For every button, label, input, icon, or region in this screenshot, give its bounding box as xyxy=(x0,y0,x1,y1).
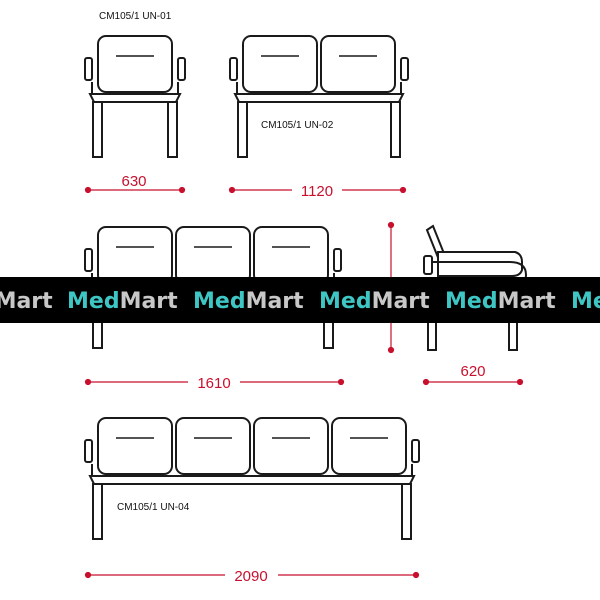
side-bracket xyxy=(411,439,420,463)
watermark-band: MedMartMedMartMedMartMedMartMedMartMedMa… xyxy=(0,277,600,323)
model-label-un01: CM105/1 UN-01 xyxy=(99,11,172,22)
seat-cushion xyxy=(253,226,329,284)
side-bracket xyxy=(177,57,186,81)
dim-label-630: 630 xyxy=(121,173,146,190)
dim-dot xyxy=(516,378,524,386)
watermark-part1: Med xyxy=(571,289,600,314)
seat-cushion xyxy=(97,35,173,93)
watermark-part2: Mart xyxy=(0,289,53,314)
front-leg xyxy=(401,483,412,540)
seat-cushion xyxy=(331,417,407,475)
dim-dot xyxy=(84,186,92,194)
dim-dot xyxy=(178,186,186,194)
dim-dot xyxy=(337,378,345,386)
watermark-text: MedMart xyxy=(0,289,53,314)
dim-dot xyxy=(387,221,395,229)
bench-un01 xyxy=(84,35,186,158)
watermark-part1: Med xyxy=(319,289,372,314)
bench-un02 xyxy=(229,35,409,158)
side-bracket xyxy=(423,255,433,275)
seat-cushion xyxy=(320,35,396,93)
watermark-part1: Med xyxy=(445,289,498,314)
seat-cushion xyxy=(242,35,318,93)
dim-dot xyxy=(387,346,395,354)
watermark-text: MedMart xyxy=(445,289,556,314)
watermark-text: MedMart xyxy=(193,289,304,314)
side-bracket xyxy=(229,57,238,81)
side-bracket xyxy=(84,248,93,272)
front-leg xyxy=(92,483,103,540)
watermark-part2: Mart xyxy=(246,289,305,314)
watermark-part2: Mart xyxy=(498,289,557,314)
watermark-part2: Mart xyxy=(372,289,431,314)
side-bracket xyxy=(84,57,93,81)
side-bracket xyxy=(400,57,409,81)
dim-dot xyxy=(84,378,92,386)
seat-cushion xyxy=(97,226,173,284)
side-bracket xyxy=(333,248,342,272)
dim-dot xyxy=(228,186,236,194)
watermark-part2: Mart xyxy=(120,289,179,314)
model-label-un02: CM105/1 UN-02 xyxy=(261,120,334,131)
watermark-text: MedMart xyxy=(319,289,430,314)
frame-bar xyxy=(88,93,182,103)
watermark-text: MedMart xyxy=(67,289,178,314)
watermark-text: MedMart xyxy=(571,289,600,314)
dim-label-620: 620 xyxy=(460,363,485,380)
side-seat xyxy=(437,251,523,277)
seat-cushion xyxy=(175,226,251,284)
bench-un04 xyxy=(84,417,420,540)
frame-bar xyxy=(88,475,416,485)
seat-cushion xyxy=(253,417,329,475)
watermark-background xyxy=(0,277,600,323)
front-leg xyxy=(92,101,103,158)
dim-label-2090: 2090 xyxy=(234,568,267,585)
dim-dot xyxy=(399,186,407,194)
front-leg xyxy=(167,101,178,158)
dim-dot xyxy=(412,571,420,579)
dim-label-1610: 1610 xyxy=(197,375,230,392)
seat-cushion xyxy=(97,417,173,475)
model-label-un04: CM105/1 UN-04 xyxy=(117,502,190,513)
seat-cushion xyxy=(175,417,251,475)
watermark-part1: Med xyxy=(193,289,246,314)
frame-bar xyxy=(233,93,405,103)
watermark-part1: Med xyxy=(67,289,120,314)
side-bracket xyxy=(84,439,93,463)
front-leg xyxy=(237,101,248,158)
front-leg xyxy=(390,101,401,158)
dim-dot xyxy=(84,571,92,579)
dim-dot xyxy=(422,378,430,386)
dim-label-1120: 1120 xyxy=(301,183,333,200)
